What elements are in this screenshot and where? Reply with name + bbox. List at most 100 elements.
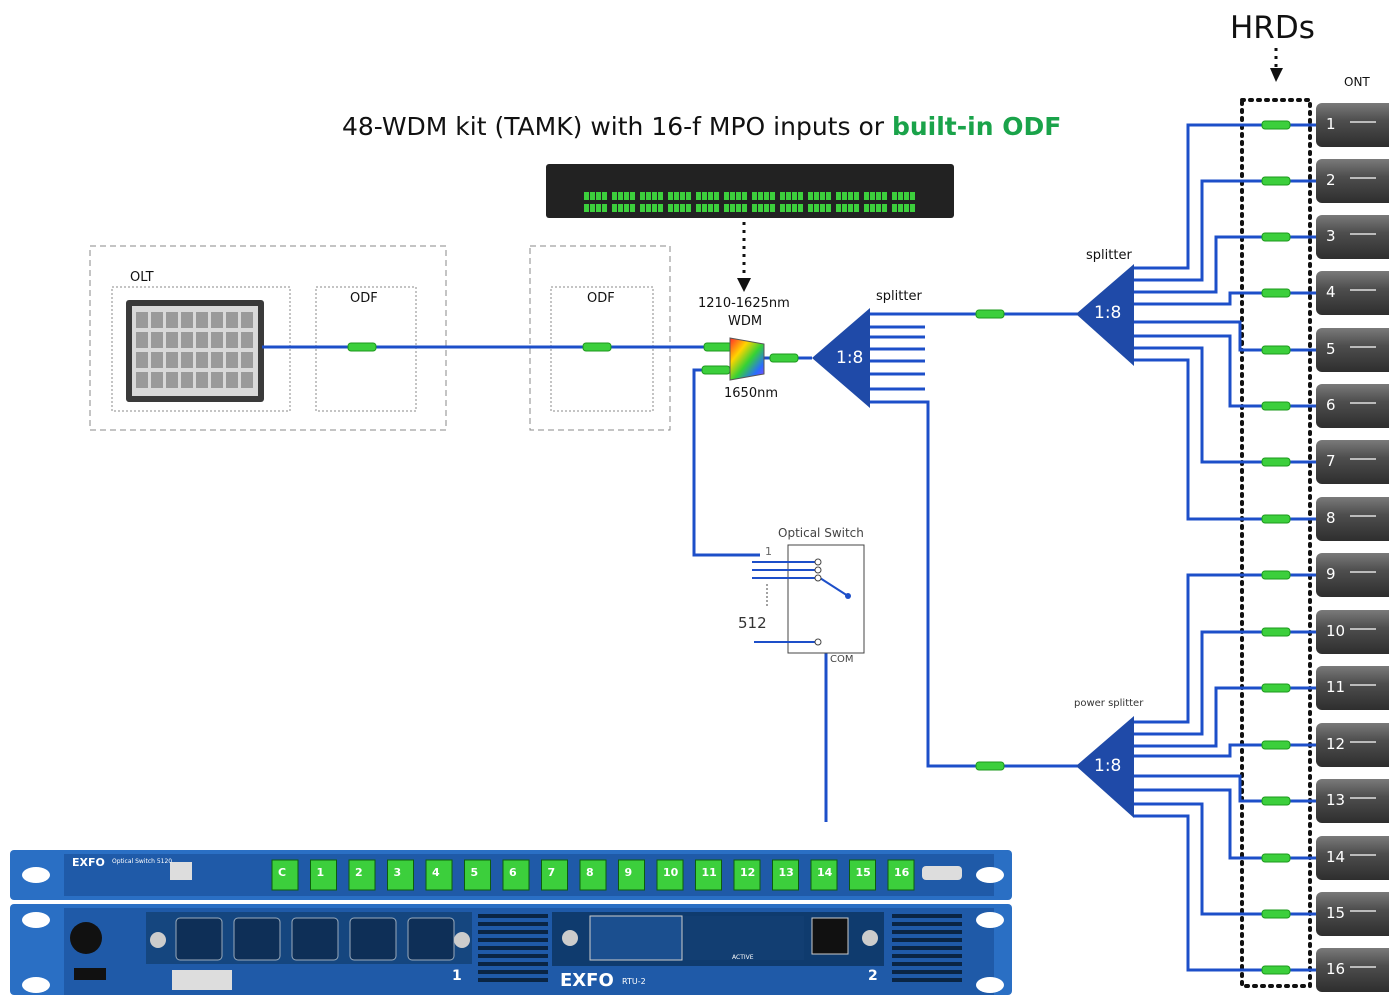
- ont-port-number: 7: [1326, 452, 1336, 470]
- rack-port: [792, 192, 797, 200]
- rack-port: [618, 192, 623, 200]
- switch-port: [618, 859, 645, 891]
- rtu-vent: [478, 962, 548, 966]
- switch-port: [387, 859, 414, 891]
- odf-box-1: [315, 286, 417, 412]
- olt-card: [181, 332, 193, 348]
- fiber-connector: [1261, 909, 1291, 919]
- lower-splitter-label: power splitter: [1074, 698, 1144, 709]
- rack-port: [814, 192, 819, 200]
- ont-device: 14: [1316, 836, 1389, 880]
- rack-port: [826, 204, 831, 212]
- wdm-pass-label: 1210-1625nm: [698, 296, 790, 311]
- rack-port: [842, 204, 847, 212]
- ont-port-number: 15: [1326, 904, 1346, 922]
- ont-device: 13: [1316, 779, 1389, 823]
- rack-port: [668, 204, 673, 212]
- ont-port-number: 2: [1326, 171, 1336, 189]
- rack-port: [724, 204, 729, 212]
- switch-port-first: 1: [765, 545, 772, 558]
- rack-port: [752, 204, 757, 212]
- rack-port: [882, 204, 887, 212]
- ont-device: 4: [1316, 271, 1389, 315]
- olt-card: [136, 352, 148, 368]
- ont-port-number: 3: [1326, 227, 1336, 245]
- fiber-connector: [347, 342, 377, 352]
- fiber-connector: [1261, 740, 1291, 750]
- rack-port: [680, 192, 685, 200]
- olt-card: [181, 372, 193, 388]
- rack-port: [640, 192, 645, 200]
- rack-port: [708, 204, 713, 212]
- rack-port: [630, 204, 635, 212]
- ont-device: 7: [1316, 440, 1389, 484]
- ont-port-number: 11: [1326, 678, 1346, 696]
- ont-indicator: [1350, 233, 1376, 235]
- rack-port: [652, 192, 657, 200]
- fiber-connector: [1261, 176, 1291, 186]
- rack-port: [904, 192, 909, 200]
- rack-port: [742, 204, 747, 212]
- rtu-bay: [349, 917, 397, 961]
- fiber-connector: [1261, 965, 1291, 975]
- ont-device: 3: [1316, 215, 1389, 259]
- ont-device: 11: [1316, 666, 1389, 710]
- olt-card: [226, 312, 238, 328]
- main-splitter-icon: [812, 308, 870, 408]
- rtu-vent: [892, 938, 962, 942]
- ont-device: 12: [1316, 723, 1389, 767]
- rack-port: [612, 192, 617, 200]
- fiber-connector: [975, 309, 1005, 319]
- rack-port: [646, 204, 651, 212]
- rtu-vent: [478, 946, 548, 950]
- rtu-vent: [892, 930, 962, 934]
- lower-splitter-ratio: 1:8: [1094, 756, 1122, 776]
- switch-port: [425, 859, 453, 891]
- rack-port: [764, 204, 769, 212]
- olt-box: [111, 286, 291, 412]
- rack-port: [770, 192, 775, 200]
- rack-port: [848, 192, 853, 200]
- ont-indicator: [1350, 346, 1376, 348]
- rtu-vent: [478, 978, 548, 982]
- rack-port: [764, 192, 769, 200]
- hrds-arrowhead: [1270, 68, 1283, 82]
- rack-port: [864, 204, 869, 212]
- rack-port: [786, 204, 791, 212]
- ont-fiber-2: [1134, 179, 1316, 282]
- optical-switch-symbol: [752, 544, 865, 654]
- rtu-bay: [233, 917, 281, 961]
- ont-device: 10: [1316, 610, 1389, 654]
- rack-port: [668, 192, 673, 200]
- rack-port: [798, 192, 803, 200]
- rack-port: [808, 204, 813, 212]
- rack-port: [864, 192, 869, 200]
- ont-device: 6: [1316, 384, 1389, 428]
- rack-port: [584, 204, 589, 212]
- ont-indicator: [1350, 515, 1376, 517]
- fiber-connector: [1261, 514, 1291, 524]
- switch-port-label: 14: [817, 866, 833, 879]
- rtu-vent: [478, 954, 548, 958]
- olt-card: [151, 312, 163, 328]
- ont-indicator: [1350, 854, 1376, 856]
- olt-chassis-icon: [126, 300, 264, 402]
- olt-card: [136, 372, 148, 388]
- ont-indicator: [1350, 402, 1376, 404]
- olt-card: [211, 372, 223, 388]
- rack-port: [870, 204, 875, 212]
- rtu-vent: [478, 938, 548, 942]
- switch-port: [541, 859, 568, 891]
- ont-port-number: 8: [1326, 509, 1336, 527]
- olt-card: [151, 352, 163, 368]
- ont-indicator: [1350, 177, 1376, 179]
- ont-device: 8: [1316, 497, 1389, 541]
- ont-port-number: 1: [1326, 115, 1336, 133]
- olt-card: [226, 332, 238, 348]
- ont-indicator: [1350, 797, 1376, 799]
- ont-fiber-8: [1134, 358, 1316, 521]
- ont-port-number: 9: [1326, 565, 1336, 583]
- olt-card: [181, 352, 193, 368]
- rtu-vent: [478, 914, 548, 918]
- upper-splitter-label: splitter: [1086, 248, 1132, 263]
